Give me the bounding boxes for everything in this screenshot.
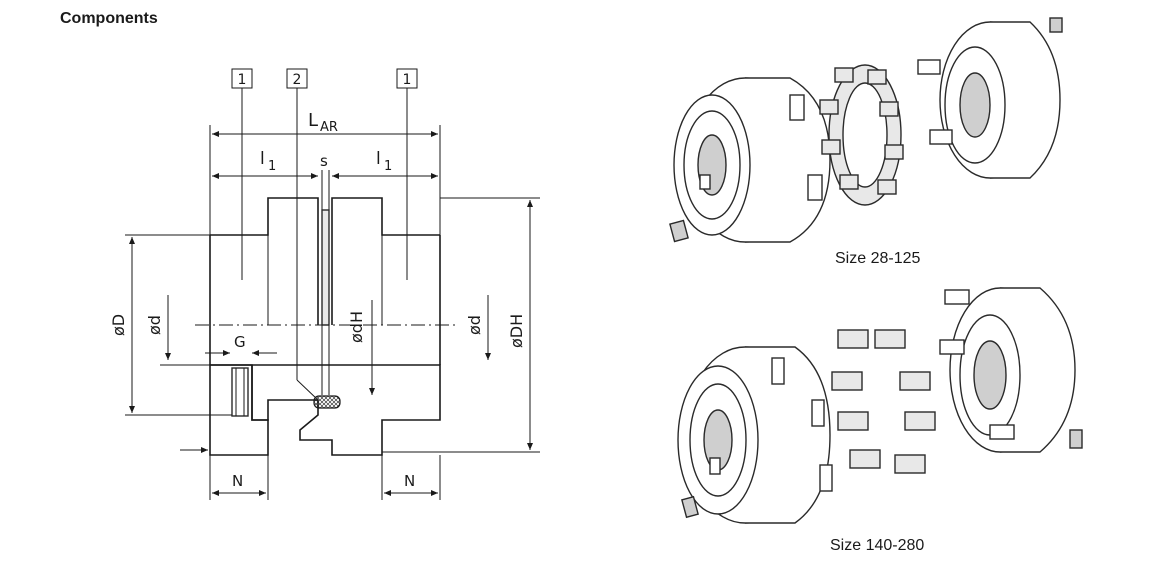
dim-label-l1-right-sub: 1 (384, 159, 392, 174)
exploded-view-small (669, 17, 1063, 243)
part-number-box: 1 (231, 68, 253, 89)
dim-label-l1-left: l (260, 149, 265, 169)
part-number-box: 2 (286, 68, 308, 89)
part-number: 1 (238, 72, 247, 88)
caption-size-large: Size 140-280 (830, 537, 925, 554)
dim-label-g: G (234, 333, 246, 351)
caption-size-small: Size 28-125 (835, 250, 921, 267)
dim-label-dia-D: øD (109, 314, 128, 336)
dim-label-lar-sub: AR (320, 120, 338, 135)
part-number: 2 (293, 72, 302, 88)
dim-label-l1-left-sub: 1 (268, 159, 276, 174)
section-heading: Components (60, 10, 158, 27)
dim-label-dia-d-right: ød (465, 315, 484, 335)
exploded-view-large (677, 287, 1083, 524)
dim-label-dia-d-left: ød (145, 315, 164, 335)
dim-label-n-left: N (232, 472, 243, 490)
dim-label-lar: L (308, 110, 318, 131)
part-number: 1 (403, 72, 412, 88)
dim-label-s: s (320, 152, 328, 170)
dim-label-l1-right: l (376, 149, 381, 169)
dim-label-dia-dH: ødH (347, 311, 366, 343)
dim-label-n-right: N (404, 472, 415, 490)
part-number-box: 1 (396, 68, 418, 89)
dim-label-dia-DH: øDH (507, 314, 526, 348)
